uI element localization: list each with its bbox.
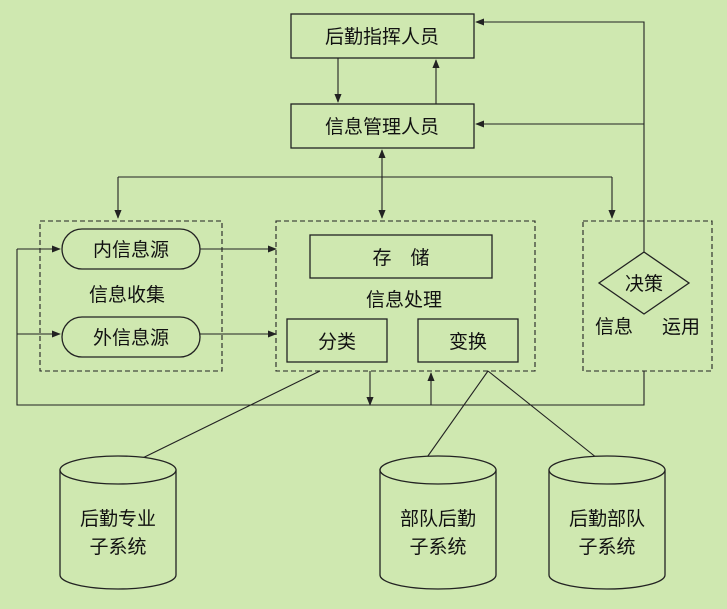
db1-label-line1: 后勤专业 [80, 508, 156, 530]
decision-diamond [597, 251, 691, 315]
arrow-to-db2 [417, 370, 489, 471]
arrow-to-db3 [487, 370, 613, 471]
outer-source-label: 外信息源 [93, 327, 169, 349]
db1-label-line2: 子系统 [89, 536, 146, 558]
usage-group [582, 220, 713, 372]
db2-label-line1: 部队后勤 [400, 508, 476, 530]
info-manager-label: 信息管理人员 [325, 116, 439, 138]
collection-label: 信息收集 [89, 284, 165, 306]
collection-group [39, 220, 223, 372]
processing-label: 信息处理 [366, 289, 442, 311]
db3-label-line1: 后勤部队 [569, 508, 645, 530]
transform-label: 变换 [449, 331, 487, 353]
classify-label: 分类 [318, 331, 356, 353]
db2-cylinder [379, 455, 497, 590]
storage-label: 存 储 [372, 247, 429, 269]
inner-source-label: 内信息源 [93, 239, 169, 261]
db1-cylinder [59, 455, 177, 590]
info-manager-box [290, 103, 475, 149]
commander-label: 后勤指挥人员 [325, 26, 439, 48]
decision-label: 决策 [625, 273, 663, 295]
db3-label-line2: 子系统 [578, 536, 635, 558]
transform-box [417, 318, 519, 363]
classify-box [286, 318, 388, 363]
storage-box [309, 234, 493, 279]
arrow-to-db1 [117, 370, 321, 471]
usage-left-label: 信息 [595, 316, 633, 338]
processing-group [275, 220, 536, 372]
usage-right-label: 运用 [662, 316, 700, 338]
outer-source-box [61, 316, 201, 358]
arrow-decision-to-commander [475, 18, 645, 252]
db2-label-line2: 子系统 [409, 536, 466, 558]
db3-cylinder [548, 455, 666, 590]
commander-box [290, 13, 475, 59]
feedback-loop-line [16, 249, 645, 406]
